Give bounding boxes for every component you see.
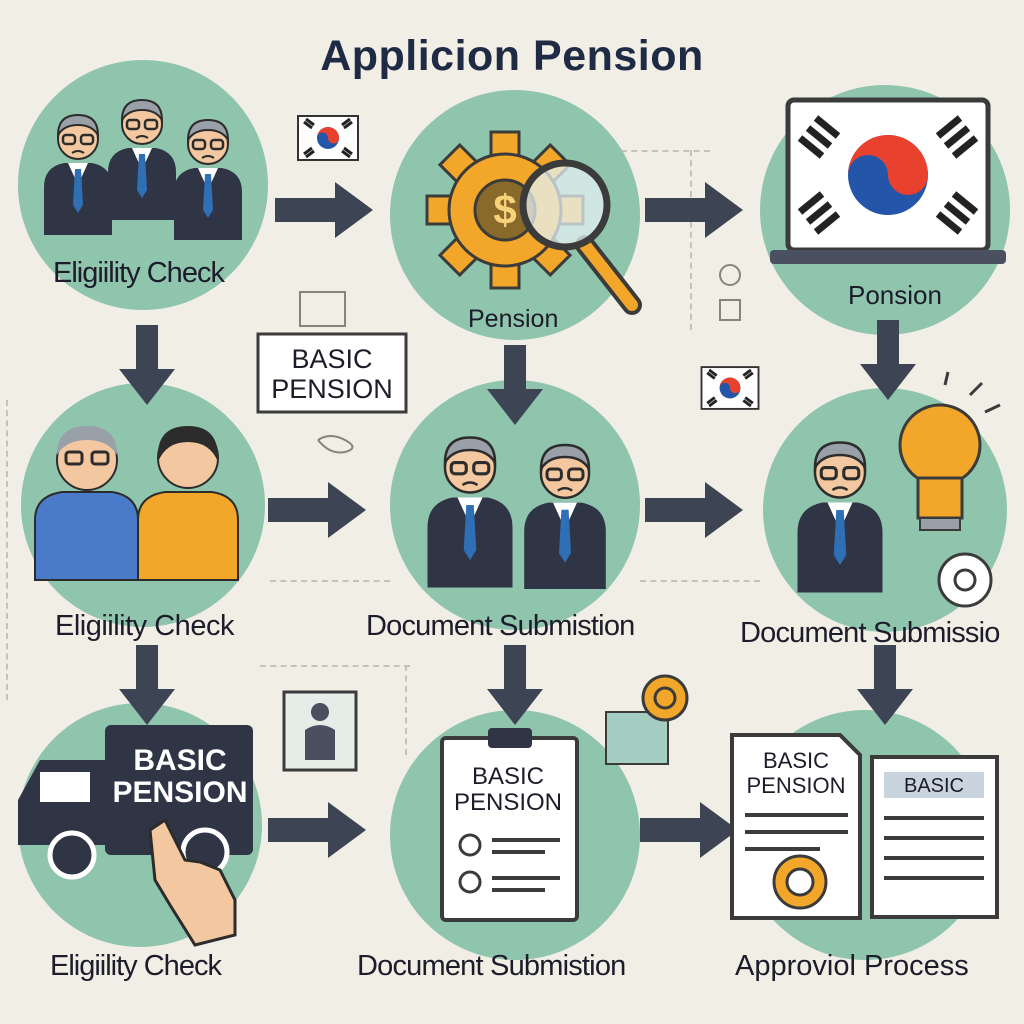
step-label: Document Submistion: [366, 610, 635, 642]
svg-text:BASIC: BASIC: [763, 748, 829, 773]
arrow-right-icon: [645, 182, 743, 238]
arrow-right-icon: [268, 482, 366, 538]
korean-flag-icon: [296, 114, 360, 162]
two-people-icon: [34, 426, 239, 581]
dashed-guide: [270, 580, 390, 582]
step-label: Pension: [468, 305, 559, 333]
dashed-guide: [405, 665, 407, 755]
dashed-guide: [6, 400, 8, 700]
step-label: Eligiility Check: [55, 610, 234, 642]
svg-text:$: $: [493, 186, 516, 233]
officials-icon: [42, 98, 244, 242]
dashed-guide: [640, 580, 760, 582]
clipboard-icon: BASIC PENSION: [440, 728, 579, 922]
korean-flag-icon: [700, 365, 760, 411]
svg-text:PENSION: PENSION: [454, 789, 562, 816]
svg-text:PENSION: PENSION: [271, 374, 393, 404]
step-label: Eligiility Check: [53, 257, 225, 289]
svg-text:BASIC: BASIC: [133, 744, 226, 777]
approval-documents-icon: BASIC PENSION BASIC: [730, 733, 999, 920]
arrow-right-icon: [268, 802, 366, 858]
truck-hand-icon: BASIC PENSION: [18, 725, 253, 947]
diagram-title: Applicion Pension: [320, 32, 704, 80]
official-lightbulb-icon: [795, 371, 1001, 608]
arrow-right-icon: [645, 482, 743, 538]
svg-text:BASIC: BASIC: [472, 763, 544, 790]
arrow-right-icon: [640, 802, 738, 858]
step-label: Eligiility Check: [50, 950, 222, 982]
svg-text:BASIC: BASIC: [904, 775, 964, 797]
person-card-icon: [282, 690, 358, 772]
svg-text:PENSION: PENSION: [746, 773, 845, 798]
money-coin-icon: [605, 674, 689, 765]
step-label: Ponsion: [848, 280, 942, 310]
svg-text:PENSION: PENSION: [112, 776, 247, 809]
step-label: Document Submistion: [357, 950, 626, 982]
dashed-guide: [260, 665, 410, 667]
step-label: Approviol Process: [735, 950, 969, 982]
arrow-right-icon: [275, 182, 373, 238]
monitor-flag-icon: [770, 97, 1006, 264]
basic-pension-sign: BASIC PENSION: [256, 332, 408, 414]
svg-text:BASIC: BASIC: [291, 344, 372, 374]
dashed-guide: [600, 150, 710, 152]
gear-magnifier-icon: $: [425, 130, 642, 315]
step-label: Document Submissio: [740, 617, 1000, 649]
dashed-guide: [690, 150, 692, 330]
decorative-doodle-icon: [299, 264, 741, 454]
